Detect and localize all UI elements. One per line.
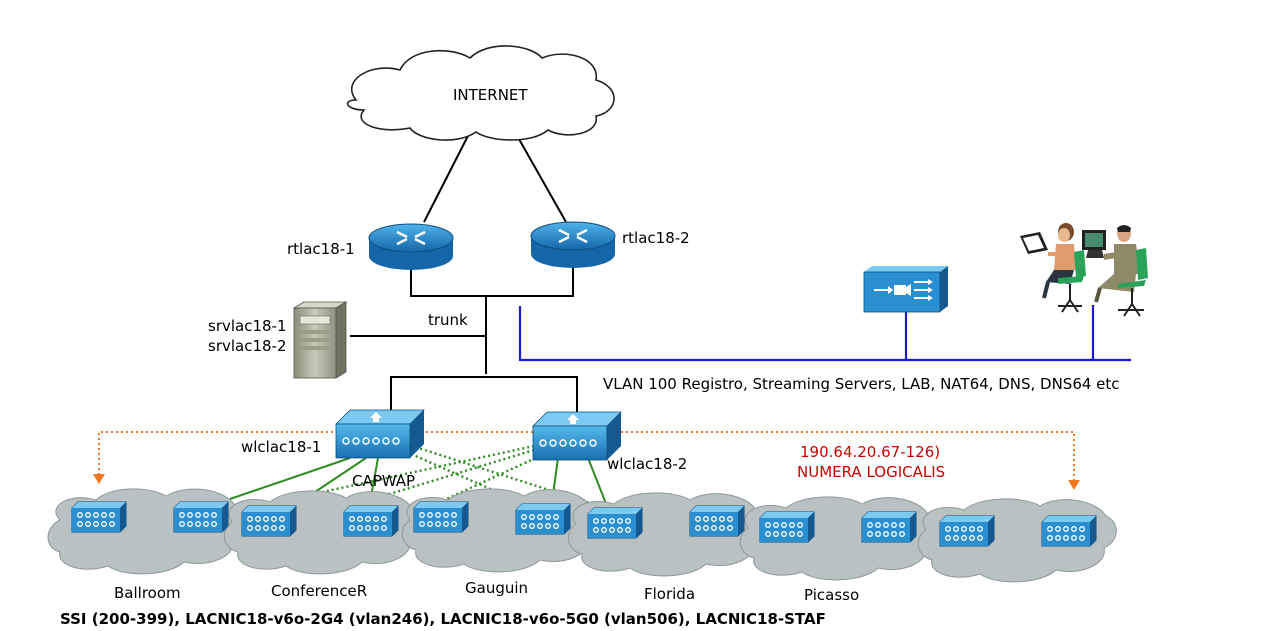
router-2-label: rtlac18-2 bbox=[622, 229, 690, 247]
access-point-icon bbox=[689, 505, 745, 537]
access-point-icon bbox=[413, 501, 469, 533]
server-label-1: srvlac18-1 bbox=[208, 317, 287, 335]
address-label-1: 190.64.20.67-126) bbox=[800, 443, 940, 461]
bottom-caption: SSI (200-399), LACNIC18-v6o-2G4 (vlan246… bbox=[60, 610, 826, 628]
access-point-icon bbox=[343, 505, 399, 537]
access-point-icon bbox=[939, 515, 995, 547]
controller-1-label: wlclac18-1 bbox=[241, 438, 321, 456]
server-label-2: srvlac18-2 bbox=[208, 337, 287, 355]
streaming-server-icon bbox=[863, 266, 948, 313]
access-point-icon bbox=[241, 505, 297, 537]
room-label-florida: Florida bbox=[644, 585, 695, 603]
address-label-2: NUMERA LOGICALIS bbox=[797, 463, 945, 481]
wireless-controller-icon bbox=[532, 411, 622, 461]
internet-label: INTERNET bbox=[453, 86, 528, 104]
room-label-ballroom: Ballroom bbox=[114, 584, 181, 602]
router-icon bbox=[530, 221, 616, 268]
room-label-picasso: Picasso bbox=[804, 586, 859, 604]
access-point-icon bbox=[1041, 515, 1097, 547]
room-label-conference: ConferenceR bbox=[271, 582, 367, 600]
access-point-icon bbox=[173, 501, 229, 533]
access-point-icon bbox=[515, 503, 571, 535]
trunk-label: trunk bbox=[428, 311, 468, 329]
capwap-label: CAPWAP bbox=[352, 472, 415, 490]
vlan100-label: VLAN 100 Registro, Streaming Servers, LA… bbox=[603, 375, 1120, 393]
router-icon bbox=[368, 223, 454, 270]
internet-cloud bbox=[346, 45, 615, 141]
access-point-icon bbox=[587, 507, 643, 539]
access-point-icon bbox=[861, 511, 917, 543]
wireless-controller-icon bbox=[335, 409, 425, 459]
orange-arrow-left-icon bbox=[93, 474, 105, 484]
uplink-lines bbox=[350, 127, 578, 418]
controller-2-label: wlclac18-2 bbox=[607, 455, 687, 473]
access-point-icon bbox=[759, 511, 815, 543]
router-1-label: rtlac18-1 bbox=[287, 240, 355, 258]
server-icon bbox=[292, 301, 348, 379]
operators-icon bbox=[1020, 223, 1148, 317]
vlan100-lines bbox=[518, 305, 1131, 362]
room-label-gauguin: Gauguin bbox=[465, 579, 528, 597]
access-point-icon bbox=[71, 501, 127, 533]
orange-arrow-right-icon bbox=[1068, 480, 1080, 490]
